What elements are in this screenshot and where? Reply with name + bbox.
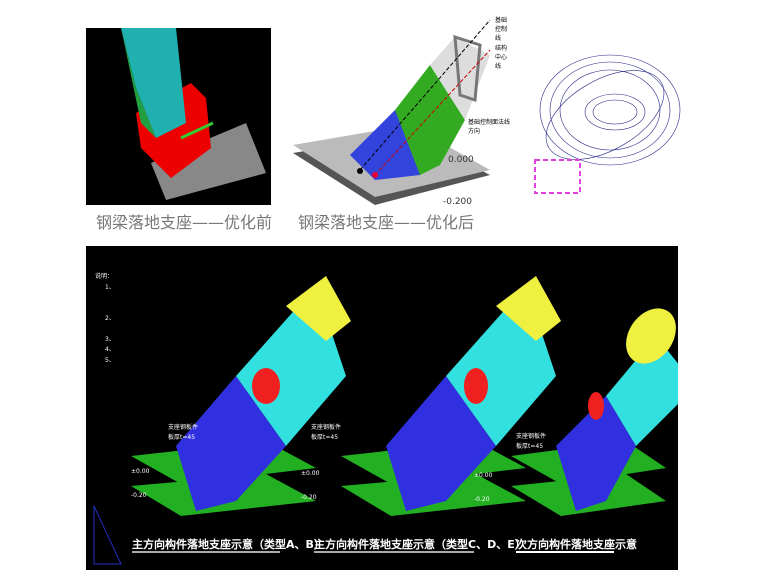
support-drawing: 说明： 1、 2、 3、 4、 5、 支座钢板件 板厚t=45 ±0.00 -0… <box>86 246 678 570</box>
panel-title-2: 主方向构件落地支座示意（类型C、D、E） <box>314 538 526 551</box>
wireframe-image <box>530 40 690 195</box>
level-bottom-3: -0.20 <box>474 496 490 503</box>
underline-1 <box>132 551 280 553</box>
underline-3 <box>516 551 614 553</box>
underline-2 <box>314 551 474 553</box>
support-before-image <box>86 28 271 205</box>
note-1: 1、 <box>105 283 115 291</box>
level-top-2: ±0.00 <box>301 470 320 477</box>
note-2: 2、 <box>105 314 115 322</box>
tag-3b: 板厚t=45 <box>516 443 544 450</box>
tag-1b: 板厚t=45 <box>168 434 196 441</box>
level-bottom-1: -0.20 <box>131 492 147 499</box>
level-bottom-2: -0.20 <box>301 494 317 501</box>
level-top-1: ±0.00 <box>131 468 150 475</box>
label-structure-center-line: 结构中心线 <box>495 45 508 70</box>
level-top-3: ±0.00 <box>474 472 493 479</box>
notes: 说明： 1、 2、 3、 4、 5、 <box>95 272 275 366</box>
tag-2b: 板厚t=45 <box>311 434 339 441</box>
caption-before: 钢梁落地支座——优化前 <box>96 213 273 232</box>
note-5: 5、 <box>105 356 115 364</box>
level-neg: -0.200 <box>443 197 473 207</box>
tag-1a: 支座钢板件 <box>168 424 199 431</box>
notes-title: 说明： <box>95 273 114 280</box>
note-3: 3、 <box>105 335 115 343</box>
note-4: 4、 <box>105 346 115 353</box>
tag-2a: 支座钢板件 <box>311 424 342 431</box>
support-after-image: 基础控制线 结构中心线 基础控制面法线方向 0.000 -0.200 <box>290 5 510 210</box>
label-normal-direction: 基础控制面法线方向 <box>468 119 511 135</box>
caption-after: 钢梁落地支座——优化后 <box>298 213 475 232</box>
panel-title-1: 主方向构件落地支座示意（类型A、B） <box>132 538 325 551</box>
panel-title-3: 次方向构件落地支座示意 <box>516 538 637 551</box>
label-base-control-line: 基础控制线 <box>495 17 508 42</box>
level-0: 0.000 <box>448 155 474 165</box>
tag-3a: 支座钢板件 <box>516 433 547 440</box>
